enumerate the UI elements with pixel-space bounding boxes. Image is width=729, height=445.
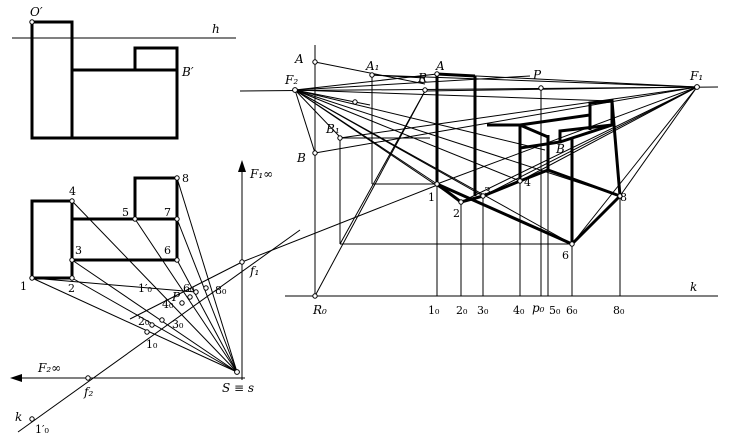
point-S bbox=[234, 369, 240, 375]
rays-to-F2 bbox=[294, 73, 621, 245]
label-b10: 1₀ bbox=[428, 304, 440, 317]
label-O-prime: O′ bbox=[30, 5, 43, 19]
label-plan-2: 2 bbox=[68, 282, 75, 295]
label-p6: 6 bbox=[562, 249, 569, 262]
label-p3: 3 bbox=[484, 185, 491, 198]
perspective-object bbox=[435, 72, 622, 246]
label-f2: f₂ bbox=[83, 385, 93, 399]
label-four0-left: 4₀ bbox=[162, 298, 174, 311]
elevation-small-block bbox=[133, 46, 179, 70]
plan-tower bbox=[30, 199, 74, 280]
label-one0-left: 1₀ bbox=[146, 338, 158, 351]
label-p2: 2 bbox=[453, 207, 460, 220]
label-F2: F₂ bbox=[284, 73, 298, 87]
label-plan-6: 6 bbox=[164, 244, 171, 257]
label-k-left: k bbox=[15, 410, 22, 424]
label-b20: 2₀ bbox=[456, 304, 468, 317]
label-f1: f₁ bbox=[249, 264, 259, 278]
label-two0-left: 2₀ bbox=[138, 315, 150, 328]
vertical-axis-arrow bbox=[238, 160, 246, 172]
point-F1 bbox=[694, 84, 700, 90]
line-k bbox=[17, 229, 301, 433]
label-k-right: k bbox=[690, 280, 697, 294]
label-plan-5: 5 bbox=[122, 206, 129, 219]
label-S-eq-s: S ≡ s bbox=[222, 381, 254, 395]
perspective-view bbox=[239, 45, 719, 299]
label-plan-8: 8 bbox=[182, 172, 189, 185]
label-p8: 8 bbox=[620, 191, 627, 204]
label-A: A bbox=[294, 52, 304, 66]
label-h: h bbox=[212, 22, 220, 36]
label-B1: B₁ bbox=[325, 122, 340, 136]
label-one0-prime-bottom: 1′₀ bbox=[35, 423, 49, 436]
label-one0-prime: 1′₀ bbox=[138, 282, 152, 295]
elevation-tower bbox=[30, 20, 74, 140]
label-B-right: B bbox=[555, 142, 565, 156]
label-F2-inf: F₂∞ bbox=[37, 361, 61, 375]
label-plan-4: 4 bbox=[69, 185, 76, 198]
label-B-prime: B′ bbox=[181, 65, 194, 79]
label-P-left: P bbox=[171, 290, 181, 304]
horizontal-axis-arrow bbox=[10, 374, 22, 382]
label-F1: F₁ bbox=[689, 69, 703, 83]
plan-view bbox=[10, 160, 441, 433]
label-eight0-left: 8₀ bbox=[215, 284, 227, 297]
label-p4: 4 bbox=[524, 176, 531, 189]
label-B: B bbox=[296, 151, 306, 165]
labels: O′ h B′ F₁∞ f₁ F₂∞ f₂ k 1′₀ S ≡ s 1′₀ P … bbox=[15, 5, 703, 436]
elevation-view bbox=[12, 19, 236, 140]
label-three0-left: 3₀ bbox=[172, 318, 184, 331]
line-f1-extension bbox=[241, 183, 441, 263]
label-b40: 4₀ bbox=[513, 304, 525, 317]
point-F2 bbox=[292, 87, 298, 93]
point-f1 bbox=[239, 259, 245, 265]
point-f2 bbox=[85, 375, 91, 381]
label-b50: 5₀ bbox=[549, 304, 561, 317]
point-one0-prime-bottom bbox=[29, 416, 35, 422]
line-f1 bbox=[129, 261, 243, 320]
label-plan-7: 7 bbox=[164, 206, 171, 219]
label-A-top: A bbox=[435, 59, 445, 73]
label-bp0: p₀ bbox=[532, 301, 545, 315]
label-R0: R₀ bbox=[312, 303, 327, 317]
label-b30: 3₀ bbox=[477, 304, 489, 317]
label-plan-1: 1 bbox=[20, 280, 27, 293]
label-six0-left: 6₀ bbox=[183, 282, 195, 295]
label-p1: 1 bbox=[428, 191, 435, 204]
label-R: R bbox=[417, 71, 427, 85]
label-plan-3: 3 bbox=[75, 244, 82, 257]
point-O-prime bbox=[29, 19, 35, 25]
label-F1-inf: F₁∞ bbox=[249, 167, 273, 181]
label-P-top: P bbox=[532, 68, 542, 82]
label-A1: A₁ bbox=[365, 59, 379, 73]
label-b80: 8₀ bbox=[613, 304, 625, 317]
label-b60: 6₀ bbox=[566, 304, 578, 317]
elevation-block bbox=[72, 68, 179, 140]
rays-to-F1 bbox=[314, 73, 698, 245]
